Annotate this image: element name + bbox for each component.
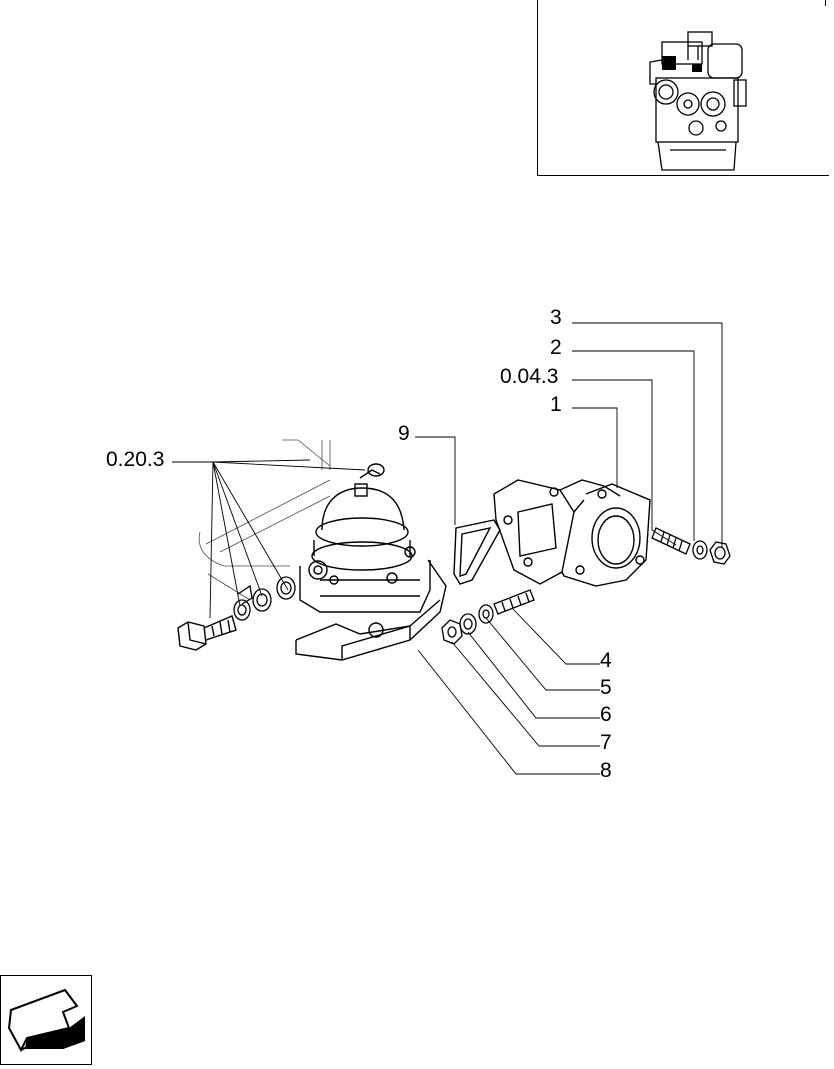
callout-2: 2	[550, 336, 562, 359]
stud-washer-nut	[651, 527, 731, 565]
callout-4: 4	[600, 649, 612, 672]
callout-8: 8	[600, 759, 612, 782]
fuel-pump-assembly	[295, 463, 447, 661]
corner-tick	[825, 0, 826, 6]
gasket-9	[453, 519, 501, 585]
callout-1: 1	[550, 393, 562, 416]
leader-lines	[172, 322, 723, 775]
callout-3: 3	[550, 306, 562, 329]
stud-washers-nut-lower	[441, 589, 535, 645]
callout-6: 6	[600, 703, 612, 726]
callout-0-04-3: 0.04.3	[500, 365, 558, 388]
washers-left	[233, 576, 296, 621]
engine-thumbnail-frame	[537, 0, 829, 176]
spacer-flange-1	[493, 479, 651, 587]
bolt-left	[177, 615, 237, 651]
callout-5: 5	[600, 676, 612, 699]
callout-0-20-3: 0.20.3	[106, 448, 164, 471]
back-navigation-button[interactable]	[0, 975, 92, 1065]
pump-lever	[198, 439, 331, 601]
engine-thumbnail-icon	[649, 31, 747, 171]
callout-labels: 3 2 0.04.3 1 9 0.20.3 4 5 6 7 8	[106, 306, 612, 782]
return-arrow-icon	[7, 988, 86, 1053]
callout-7: 7	[600, 731, 612, 754]
callout-9: 9	[398, 422, 410, 445]
